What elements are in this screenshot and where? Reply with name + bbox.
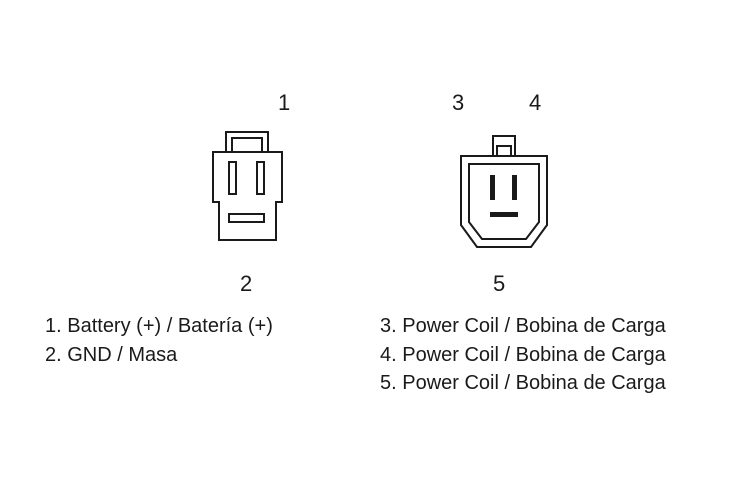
legend-item: 5. Power Coil / Bobina de Carga [380, 372, 666, 394]
connector-a-slot-right [256, 161, 265, 195]
connector-a-body [212, 151, 283, 241]
legend-item: 1. Battery (+) / Batería (+) [45, 315, 273, 337]
pin-label-4: 4 [529, 90, 542, 115]
legend-item: 4. Power Coil / Bobina de Carga [380, 343, 666, 366]
legend-connector-a: 1. Battery (+) / Batería (+) 2. GND / Ma… [45, 312, 273, 369]
connector-a-slot-left [228, 161, 237, 195]
connector-b-pin-left [490, 175, 495, 200]
connector-a [212, 131, 283, 241]
connector-b-inner [468, 163, 540, 240]
pin-label-2: 2 [240, 271, 253, 296]
connector-b-tab-inner [496, 145, 512, 156]
connector-b [460, 135, 548, 248]
pin-label-3: 3 [452, 90, 465, 115]
connector-b-outer [460, 155, 548, 248]
connector-b-pins [490, 175, 518, 217]
legend-connector-b: 3. Power Coil / Bobina de Carga 4. Power… [380, 312, 666, 398]
legend-item: 2. GND / Masa [45, 343, 178, 366]
legend-item: 3. Power Coil / Bobina de Carga [380, 315, 666, 337]
connector-a-slot-bottom [228, 213, 265, 223]
pin-label-1: 1 [278, 90, 291, 115]
connector-b-pin-bottom [490, 212, 518, 217]
connector-b-pin-right [512, 175, 517, 200]
pin-label-5: 5 [493, 271, 506, 296]
connector-a-latch-inner [231, 137, 263, 153]
